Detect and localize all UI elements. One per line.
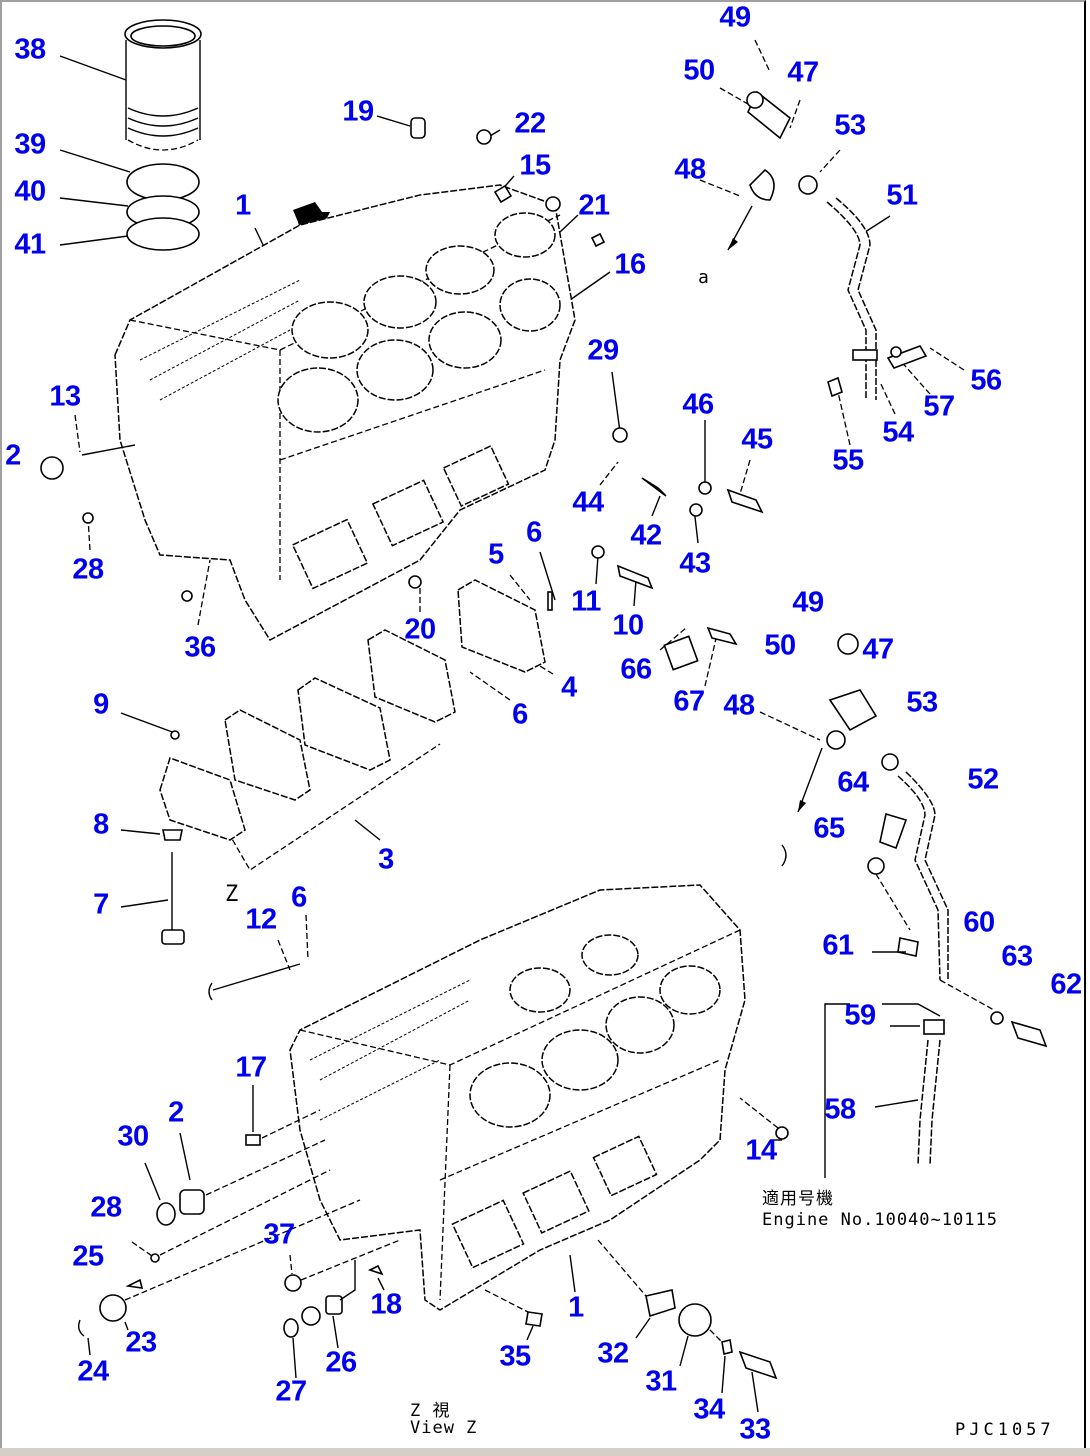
applicability-note-japanese: 適用号機 (762, 1189, 834, 1209)
callout-c53a[interactable]: 53 (834, 109, 866, 142)
callout-c64[interactable]: 64 (837, 766, 869, 799)
callout-c11[interactable]: 11 (571, 585, 601, 618)
pipe-end-marker: a (698, 267, 709, 288)
callout-c50b[interactable]: 50 (764, 629, 796, 662)
callout-c60[interactable]: 60 (963, 906, 995, 939)
callout-c4[interactable]: 4 (561, 671, 577, 704)
callout-c66[interactable]: 66 (620, 653, 652, 686)
callout-c31[interactable]: 31 (645, 1365, 677, 1398)
fasteners-lower (77, 963, 789, 1413)
callout-c22[interactable]: 22 (514, 107, 546, 140)
callout-c19[interactable]: 19 (342, 95, 374, 128)
window-bottom-edge (0, 1448, 1090, 1456)
callout-c14[interactable]: 14 (745, 1134, 777, 1167)
callout-c3[interactable]: 3 (378, 843, 394, 876)
callout-c2a[interactable]: 2 (5, 439, 21, 472)
view-label-japanese: Z 視 (410, 1401, 451, 1421)
seal-rings (126, 163, 200, 251)
callout-c63[interactable]: 63 (1001, 940, 1033, 973)
callout-c20[interactable]: 20 (404, 613, 436, 646)
callout-c49a[interactable]: 49 (719, 1, 751, 34)
callout-c23[interactable]: 23 (125, 1326, 157, 1359)
callout-c1a[interactable]: 1 (235, 189, 251, 222)
callout-c24[interactable]: 24 (77, 1355, 109, 1388)
callout-c57[interactable]: 57 (923, 390, 955, 423)
callout-c17[interactable]: 17 (235, 1051, 267, 1084)
callout-c42[interactable]: 42 (630, 519, 662, 552)
callout-c1b[interactable]: 1 (568, 1291, 584, 1324)
fasteners-upper (40, 117, 764, 671)
callout-c39[interactable]: 39 (14, 128, 46, 161)
callout-c56[interactable]: 56 (970, 364, 1002, 397)
callout-c29[interactable]: 29 (587, 334, 619, 367)
callout-c58[interactable]: 58 (824, 1093, 856, 1126)
cylinder-liner (124, 19, 202, 151)
callout-c9[interactable]: 9 (93, 688, 109, 721)
figure-code: PJC1057 (955, 1420, 1055, 1440)
callout-c61[interactable]: 61 (822, 929, 854, 962)
oil-pipe-upper: a (698, 90, 928, 400)
callout-c65[interactable]: 65 (813, 812, 845, 845)
callout-c62[interactable]: 62 (1050, 968, 1082, 1001)
callout-c47a[interactable]: 47 (787, 56, 819, 89)
callout-c55[interactable]: 55 (832, 444, 864, 477)
callout-c37[interactable]: 37 (263, 1218, 295, 1251)
callout-c36[interactable]: 36 (184, 631, 216, 664)
leader-lines (59, 39, 965, 971)
callout-c67[interactable]: 67 (673, 685, 705, 718)
callout-c48b[interactable]: 48 (723, 689, 755, 722)
callout-c26[interactable]: 26 (325, 1346, 357, 1379)
callout-c59[interactable]: 59 (844, 999, 876, 1032)
callout-c43[interactable]: 43 (679, 547, 711, 580)
callout-c28a[interactable]: 28 (72, 553, 104, 586)
callout-c6b[interactable]: 6 (512, 698, 528, 731)
callout-c6c[interactable]: 6 (291, 881, 307, 914)
view-label-english: View Z (410, 1418, 478, 1438)
callout-c8[interactable]: 8 (93, 808, 109, 841)
callout-c5[interactable]: 5 (488, 538, 504, 571)
callout-c18[interactable]: 18 (370, 1288, 402, 1321)
callout-c12[interactable]: 12 (245, 903, 277, 936)
callout-c34[interactable]: 34 (693, 1393, 725, 1426)
callout-c25[interactable]: 25 (72, 1240, 104, 1273)
applicability-bracket (824, 1003, 945, 1178)
callout-c45[interactable]: 45 (741, 423, 773, 456)
callout-c51[interactable]: 51 (886, 179, 918, 212)
callout-c40[interactable]: 40 (14, 175, 46, 208)
callout-c30[interactable]: 30 (117, 1120, 149, 1153)
callout-c10[interactable]: 10 (612, 609, 644, 642)
cylinder-block-upper (114, 184, 576, 641)
callout-c35[interactable]: 35 (499, 1340, 531, 1373)
callout-c52[interactable]: 52 (967, 763, 999, 796)
callout-c7[interactable]: 7 (93, 888, 109, 921)
cylinder-block-lower (289, 884, 746, 1311)
callout-c28b[interactable]: 28 (90, 1191, 122, 1224)
callout-c16[interactable]: 16 (614, 248, 646, 281)
callout-c13[interactable]: 13 (49, 380, 81, 413)
callout-c21[interactable]: 21 (578, 189, 610, 222)
callout-c50a[interactable]: 50 (683, 54, 715, 87)
callout-c15[interactable]: 15 (519, 149, 551, 182)
oil-pipe-lower (781, 633, 1048, 1048)
callout-c27[interactable]: 27 (275, 1375, 307, 1408)
callout-c46[interactable]: 46 (682, 388, 714, 421)
callout-c2b[interactable]: 2 (168, 1096, 184, 1129)
callout-c38[interactable]: 38 (14, 33, 46, 66)
callout-c47b[interactable]: 47 (862, 633, 894, 666)
callout-c44[interactable]: 44 (572, 486, 604, 519)
callout-c32[interactable]: 32 (597, 1337, 629, 1370)
callout-c54[interactable]: 54 (882, 416, 914, 449)
callout-c53b[interactable]: 53 (906, 686, 938, 719)
callout-c33[interactable]: 33 (739, 1413, 771, 1446)
view-z-direction-label: Z (225, 882, 240, 907)
callout-c6a[interactable]: 6 (526, 516, 542, 549)
callout-c49b[interactable]: 49 (792, 586, 824, 619)
callout-c48a[interactable]: 48 (674, 153, 706, 186)
callout-c41[interactable]: 41 (14, 228, 46, 261)
applicability-note-english: Engine No.10040~10115 (762, 1210, 998, 1230)
main-bearing-caps (159, 579, 546, 945)
